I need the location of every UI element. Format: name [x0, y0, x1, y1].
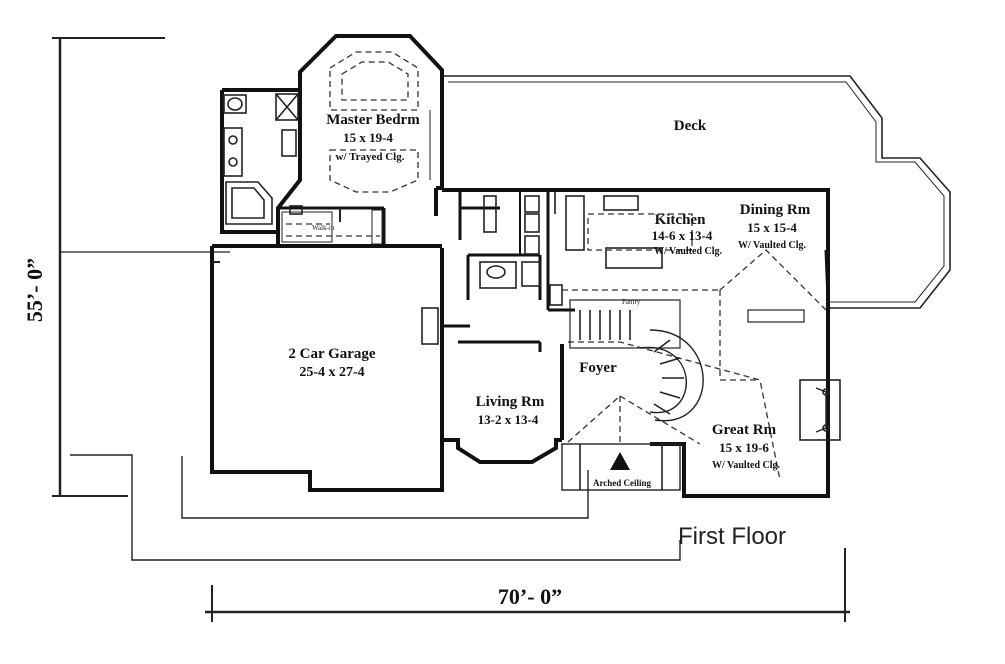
deck-label: Deck [674, 118, 707, 134]
arched-ceiling-label: Arched Ceiling [593, 478, 652, 488]
dimension-lines [52, 37, 850, 622]
vaulted-lines [562, 249, 827, 481]
kitchen-label: Kitchen [655, 212, 706, 228]
kitchen-fixtures [479, 195, 693, 306]
closets [281, 208, 383, 245]
foyer-label: Foyer [579, 360, 617, 376]
kitchen-note: W/ Vaulted Clg. [654, 246, 723, 257]
master-bedroom-size: 15 x 19-4 [343, 130, 393, 145]
great-room-size: 15 x 19-6 [719, 440, 769, 455]
dining-label: Dining Rm [740, 202, 811, 218]
garage-details [212, 261, 439, 345]
entry-porch [561, 443, 681, 491]
walkway [181, 456, 589, 519]
garage-size: 25-4 x 27-4 [299, 365, 364, 380]
deck-outline [442, 75, 951, 309]
walkin-label: Walk-in [312, 224, 335, 232]
arch-triangle-icon [610, 452, 630, 470]
master-details [329, 51, 431, 193]
height-dimension: 55’- 0” [22, 258, 47, 322]
bath-fixtures [223, 93, 303, 225]
fireplace [799, 379, 841, 441]
garage-label: 2 Car Garage [288, 346, 376, 362]
interior-walls [276, 179, 830, 352]
kitchen-size: 14-6 x 13-4 [652, 228, 713, 243]
master-bedroom-label: Master Bedrm [326, 112, 420, 128]
living-label: Living Rm [476, 394, 545, 410]
width-dimension: 70’- 0” [498, 584, 562, 609]
dining-note: W/ Vaulted Clg. [738, 240, 807, 251]
staircase [569, 299, 704, 422]
great-room-label: Great Rm [712, 422, 777, 438]
floor-title: First Floor [678, 523, 786, 550]
master-bedroom-note: w/ Trayed Clg. [336, 151, 405, 163]
pantry-label: Pantry [622, 298, 641, 306]
living-size: 13-2 x 13-4 [478, 412, 539, 427]
dining-size: 15 x 15-4 [747, 220, 797, 235]
great-room-note: W/ Vaulted Clg. [712, 460, 781, 471]
